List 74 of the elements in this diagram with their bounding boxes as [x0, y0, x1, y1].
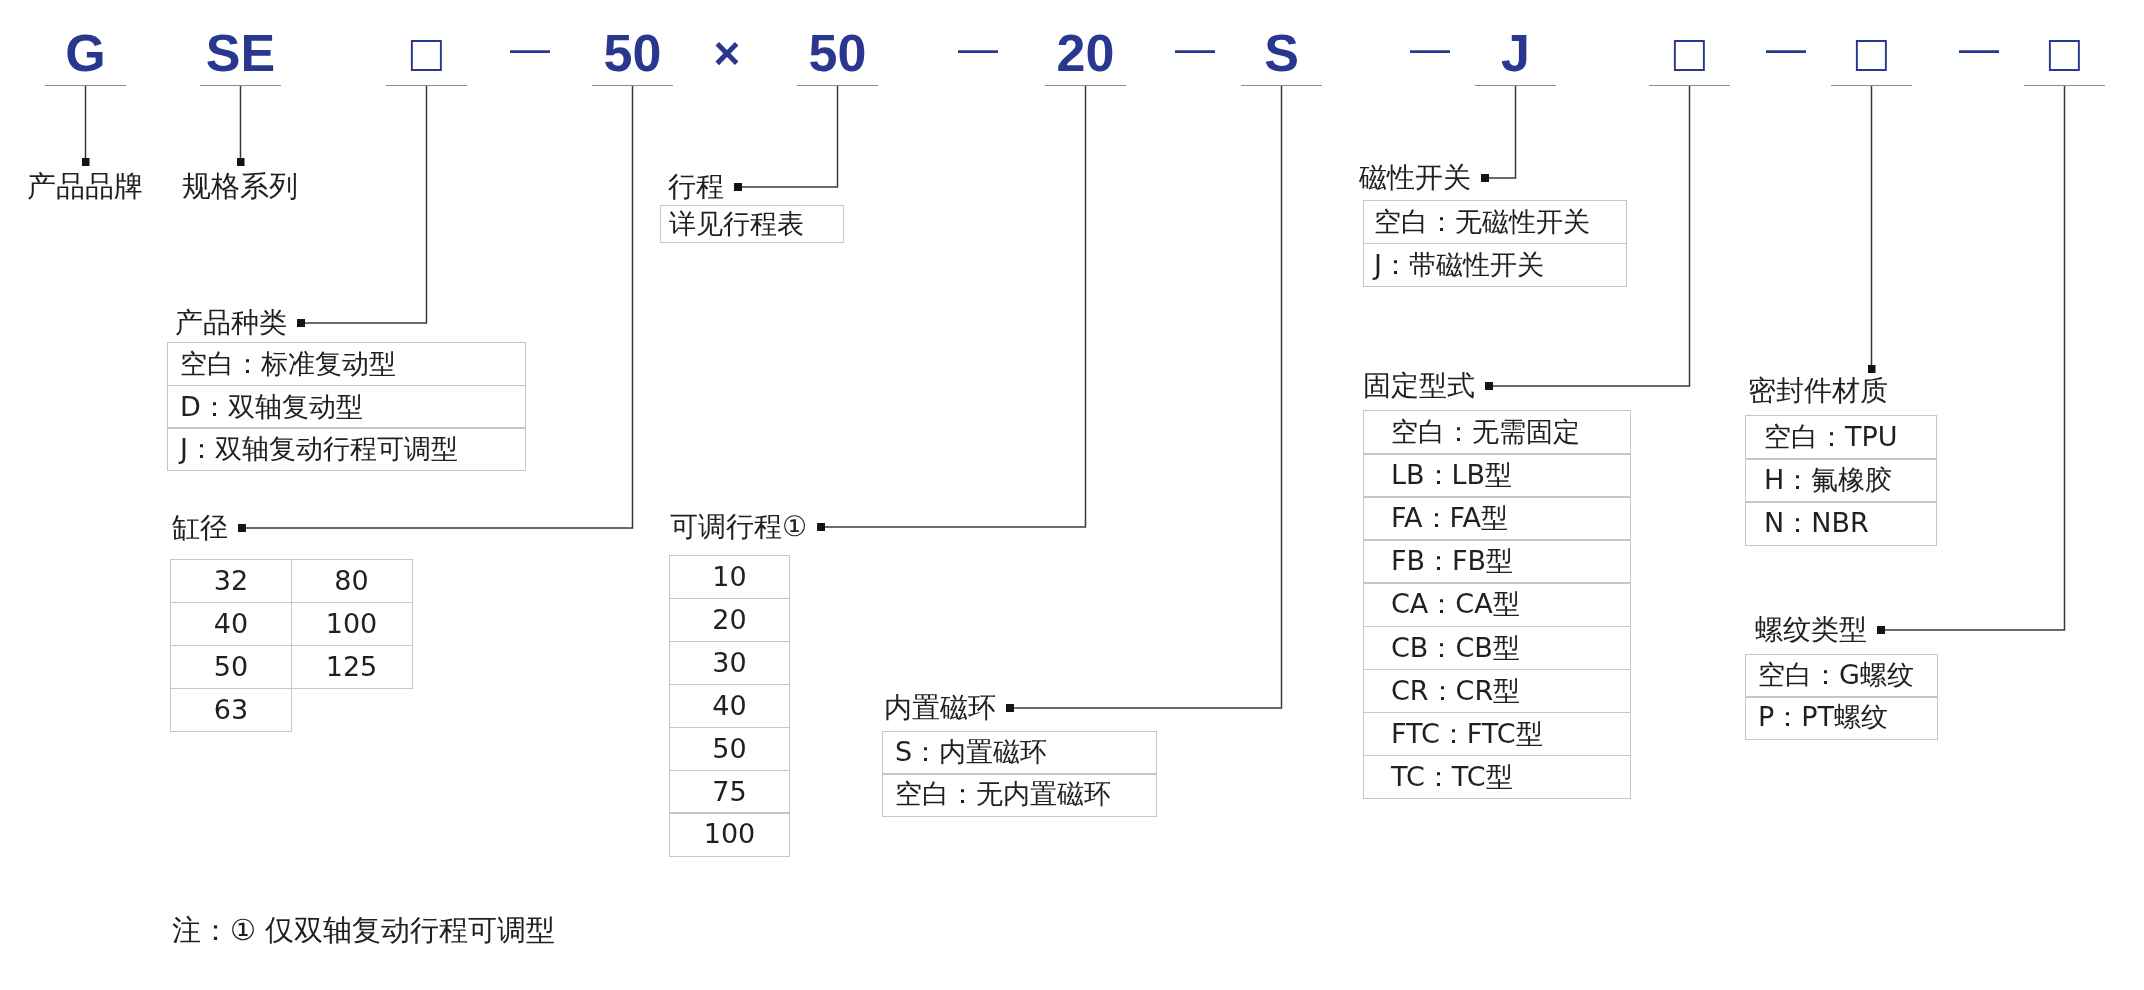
- leader-line: [1005, 84, 1283, 712]
- category-heading: 密封件材质: [1748, 373, 1888, 409]
- option-cell: LB：LB型: [1363, 453, 1631, 498]
- model-code-segment: □: [1649, 22, 1730, 86]
- option-cell: 空白：TPU: [1745, 415, 1937, 460]
- model-code-segment: □: [1831, 22, 1912, 86]
- option-cell: CR：CR型: [1363, 668, 1631, 714]
- note-box: 详见行程表: [660, 205, 844, 243]
- category-heading: 固定型式: [1363, 368, 1475, 404]
- stroke-cell: 100: [669, 812, 790, 857]
- code-separator: —: [957, 25, 999, 72]
- stroke-cell: 20: [669, 597, 790, 643]
- bore-size-cell: 80: [290, 559, 413, 604]
- code-separator: —: [1765, 25, 1807, 72]
- stroke-cell: 30: [669, 640, 790, 686]
- leader-line: [81, 84, 90, 167]
- category-heading: 可调行程①: [670, 509, 808, 545]
- stroke-cell: 50: [669, 726, 790, 771]
- category-heading: 螺纹类型: [1755, 612, 1867, 648]
- leader-line: [733, 84, 839, 191]
- model-code-segment: 20: [1045, 22, 1126, 86]
- bore-size-cell: 63: [170, 687, 292, 733]
- category-heading: 内置磁环: [884, 690, 996, 726]
- option-cell: 空白：无内置磁环: [882, 773, 1157, 817]
- model-code-segment: S: [1241, 22, 1322, 86]
- option-cell: H：氟橡胶: [1745, 458, 1937, 503]
- code-separator: —: [1174, 25, 1216, 72]
- option-cell: CB：CB型: [1363, 625, 1631, 671]
- stroke-cell: 75: [669, 769, 790, 814]
- option-cell: N：NBR: [1745, 501, 1937, 546]
- model-code-segment: □: [2024, 22, 2105, 86]
- option-cell: CA：CA型: [1363, 582, 1631, 627]
- bore-size-cell: 32: [170, 559, 292, 604]
- option-cell: J：带磁性开关: [1363, 242, 1627, 287]
- option-cell: FB：FB型: [1363, 539, 1631, 584]
- option-cell: D：双轴复动型: [167, 384, 526, 429]
- option-cell: S：内置磁环: [882, 731, 1157, 775]
- leader-line: [237, 84, 634, 532]
- option-cell: J：双轴复动行程可调型: [167, 427, 526, 471]
- model-code-segment: J: [1475, 22, 1556, 86]
- leader-line: [1876, 84, 2066, 634]
- code-separator: —: [1409, 25, 1451, 72]
- model-code-segment: 50: [797, 22, 878, 86]
- option-cell: 空白：无需固定: [1363, 410, 1631, 455]
- leader-line: [1480, 84, 1517, 182]
- category-heading: 产品品牌: [23, 166, 147, 206]
- stroke-cell: 40: [669, 683, 790, 729]
- category-heading: 规格系列: [178, 166, 302, 206]
- bore-size-cell: 125: [290, 644, 413, 690]
- footnote: 注：① 仅双轴复动行程可调型: [172, 912, 556, 949]
- option-cell: P：PT螺纹: [1745, 696, 1938, 740]
- leader-line: [816, 84, 1087, 531]
- option-cell: TC：TC型: [1363, 754, 1631, 800]
- model-code-segment: 50: [592, 22, 673, 86]
- leader-line: [1484, 84, 1691, 390]
- leader-line: [296, 84, 428, 327]
- code-separator: —: [509, 25, 551, 72]
- option-cell: 空白：标准复动型: [167, 342, 526, 386]
- category-heading: 缸径: [172, 510, 228, 546]
- model-code-segment: G: [45, 22, 126, 86]
- category-heading: 产品种类: [175, 305, 287, 341]
- category-heading: 行程: [668, 169, 724, 205]
- option-cell: 空白：无磁性开关: [1363, 200, 1627, 245]
- category-heading: 磁性开关: [1359, 160, 1471, 196]
- option-cell: 空白：G螺纹: [1745, 654, 1938, 698]
- model-code-segment: SE: [200, 22, 281, 86]
- option-cell: FTC：FTC型: [1363, 711, 1631, 757]
- option-cell: FA：FA型: [1363, 496, 1631, 541]
- model-code-segment: □: [386, 22, 467, 86]
- code-separator: —: [1958, 25, 2000, 72]
- stroke-cell: 10: [669, 555, 790, 600]
- code-separator: ×: [712, 26, 742, 81]
- leader-line: [236, 84, 245, 167]
- leader-line: [1867, 84, 1876, 374]
